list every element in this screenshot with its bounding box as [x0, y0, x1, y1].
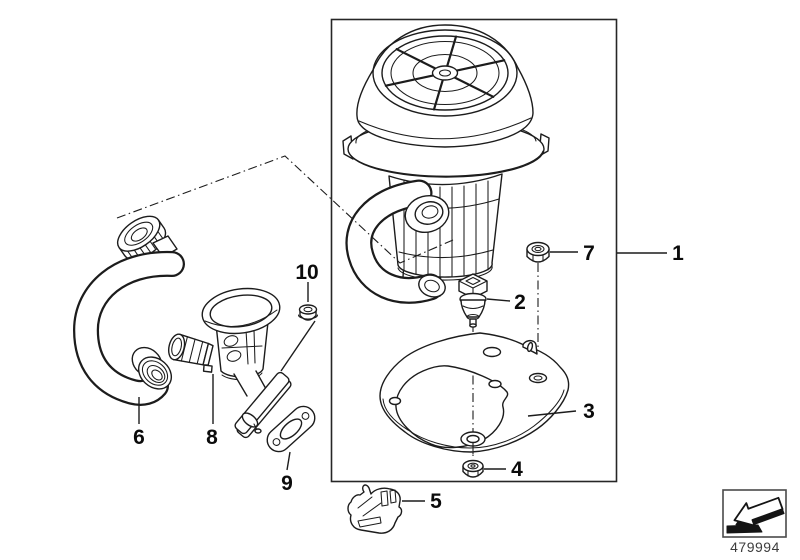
callout-label-4[interactable]: 4: [511, 458, 523, 481]
rubber-mount-drawing: [458, 273, 488, 328]
leader-lines: [138, 251, 667, 502]
valve-hose-connector: [167, 333, 214, 373]
part-number-text: 479994: [730, 539, 780, 555]
callout-label-6[interactable]: 6: [133, 426, 145, 449]
nut-10-drawing: [297, 304, 319, 321]
callout-label-10[interactable]: 10: [295, 261, 318, 284]
dome-spokes: [384, 35, 506, 111]
pump-assembly-drawing: [342, 24, 550, 304]
page-turn-arrow-icon: [726, 496, 785, 534]
valve-drawing: [167, 287, 292, 439]
pump-filter-dome: [356, 24, 534, 148]
nut-10-stud-leader-line: [280, 320, 316, 372]
callout-label-2[interactable]: 2: [514, 291, 526, 314]
callout-label-9[interactable]: 9: [281, 472, 293, 495]
callout-label-8[interactable]: 8: [206, 426, 218, 449]
callout-label-1[interactable]: 1: [672, 242, 684, 265]
clip-drawing: [347, 484, 403, 534]
nut-7-drawing: [526, 241, 550, 263]
hose-routing-leader-line: [116, 155, 454, 264]
grommet-drawing: [462, 459, 484, 478]
assembly-boundary-box: [330, 18, 618, 483]
callout-label-3[interactable]: 3: [583, 400, 595, 423]
pump-discharge-elbow: [345, 179, 446, 304]
gasket-drawing: [266, 405, 316, 453]
hose-drawing: [72, 215, 185, 406]
part-number-box[interactable]: [722, 489, 787, 538]
bracket-drawing: [379, 332, 570, 456]
pump-side-port: [404, 195, 450, 233]
callout-label-5[interactable]: 5: [430, 490, 442, 513]
callout-label-7[interactable]: 7: [583, 242, 595, 265]
